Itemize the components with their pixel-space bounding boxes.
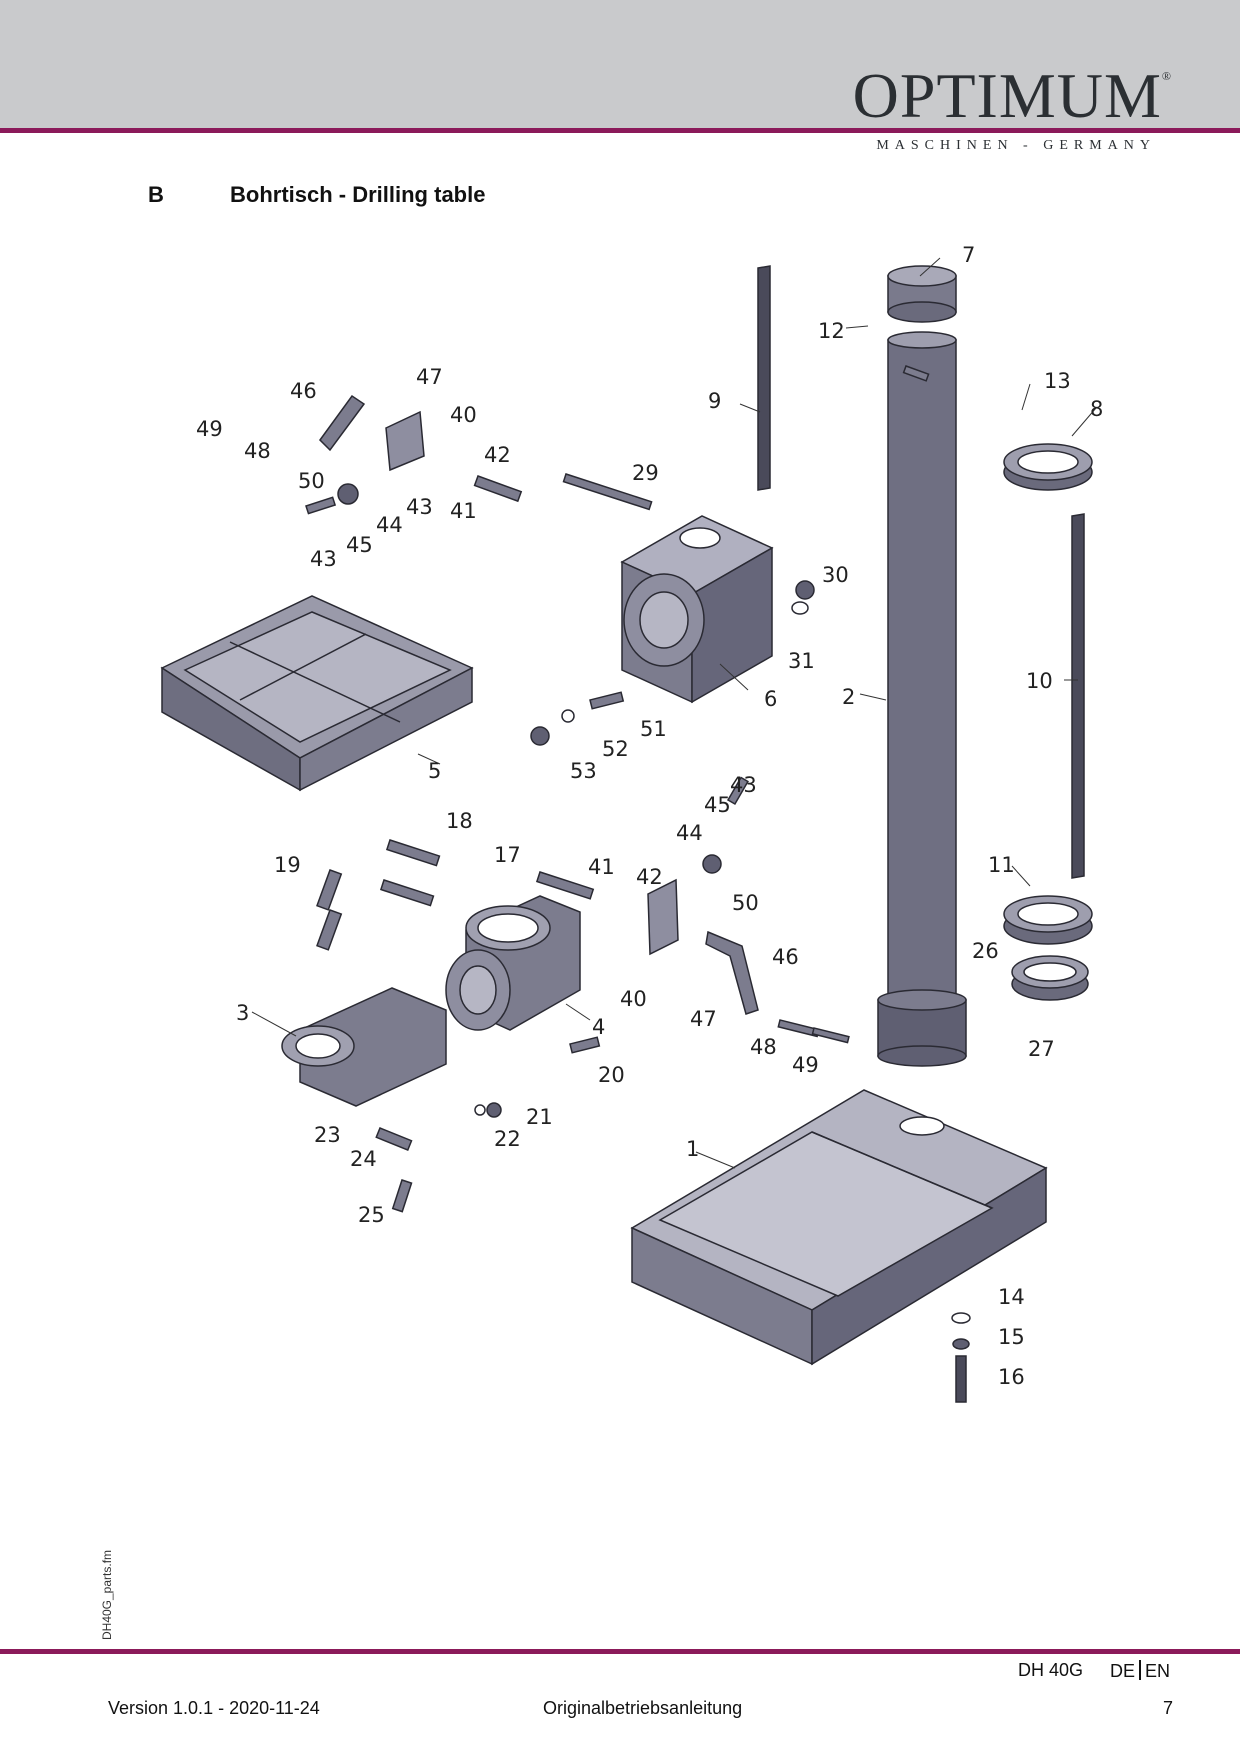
section-letter: B [148,182,164,207]
callout-label: 40 [620,987,647,1011]
leader-lines [251,257,1097,1169]
callout-label: 48 [244,439,271,463]
callout-label: 50 [298,469,325,493]
lang-divider [1139,1660,1142,1680]
callout-label: 46 [772,945,799,969]
section-title: Bohrtisch - Drilling table [230,182,486,207]
callout-label: 2 [842,685,855,709]
callout-label: 10 [1026,669,1053,693]
lang-en: EN [1145,1661,1171,1681]
callout-label: 40 [450,403,477,427]
callout-label: 29 [632,461,659,485]
footer-languages: DE EN [1110,1660,1170,1682]
part-ring-upper [1003,443,1093,491]
header-rule [0,128,1240,133]
part-ring-lower [1003,895,1093,945]
part-column [877,331,967,1067]
page-number: 7 [1163,1698,1174,1718]
callout-label: 31 [788,649,815,673]
callout-label: 21 [526,1105,553,1129]
callout-label: 41 [450,499,477,523]
callout-label: 16 [998,1365,1025,1389]
part-rack-long [1071,513,1085,879]
callout-label: 19 [274,853,301,877]
callout-label: 47 [690,1007,717,1031]
lang-de: DE [1110,1661,1136,1681]
callout-label: 45 [346,533,373,557]
callout-label: 24 [350,1147,377,1171]
callout-labels: 1 2 3 4 5 6 7 8 9 10 11 12 13 14 15 16 1… [196,243,1103,1389]
callout-label: 46 [290,379,317,403]
callout-label: 53 [570,759,597,783]
part-gear-housing [620,515,774,704]
source-filename: DH40G_parts.fm [100,1549,114,1640]
part-base [630,1089,1048,1366]
callout-label: 14 [998,1285,1025,1309]
callout-label: 48 [750,1035,777,1059]
callout-label: 20 [598,1063,625,1087]
part-table [160,595,474,792]
callout-label: 3 [236,1001,249,1025]
callout-label: 27 [1028,1037,1055,1061]
registered-mark: ® [1161,69,1172,83]
callout-label: 9 [708,389,721,413]
callout-label: 25 [358,1203,385,1227]
callout-label: 4 [592,1015,605,1039]
callout-label: 45 [704,793,731,817]
callout-label: 43 [730,773,757,797]
callout-label: 13 [1044,369,1071,393]
callout-label: 41 [588,855,615,879]
brand-logo: OPTIMUM® [853,64,1172,128]
part-table-bracket [445,895,581,1031]
callout-label: 49 [792,1053,819,1077]
callout-label: 7 [962,243,975,267]
callout-label: 50 [732,891,759,915]
callout-label: 42 [484,443,511,467]
callout-label: 1 [686,1137,699,1161]
small-parts [305,365,971,1403]
footer-version: Version 1.0.1 - 2020-11-24 [108,1698,320,1718]
callout-label: 44 [376,513,403,537]
callout-label: 42 [636,865,663,889]
part-collar [887,265,957,323]
part-ring-26 [1011,955,1089,1001]
header-band [0,0,1240,128]
callout-label: 49 [196,417,223,441]
part-rack-short [757,265,771,491]
callout-label: 17 [494,843,521,867]
callout-label: 18 [446,809,473,833]
callout-label: 43 [406,495,433,519]
callout-label: 51 [640,717,667,741]
callout-label: 6 [764,687,777,711]
callout-label: 8 [1090,397,1103,421]
callout-label: 11 [988,853,1015,877]
callout-label: 22 [494,1127,521,1151]
footer-rule [0,1649,1240,1654]
callout-label: 15 [998,1325,1025,1349]
callout-label: 47 [416,365,443,389]
callout-label: 12 [818,319,845,343]
callout-label: 5 [428,759,441,783]
footer-model: DH 40G [1018,1660,1084,1680]
brand-name: OPTIMUM [852,60,1162,131]
brand-subtitle: MASCHINEN - GERMANY [876,138,1156,153]
callout-label: 26 [972,939,999,963]
callout-label: 23 [314,1123,341,1147]
callout-label: 44 [676,821,703,845]
callout-label: 52 [602,737,629,761]
footer-doc-type: Originalbetriebsanleitung [543,1698,743,1718]
part-support-arm [281,987,447,1107]
callout-label: 43 [310,547,337,571]
callout-label: 30 [822,563,849,587]
